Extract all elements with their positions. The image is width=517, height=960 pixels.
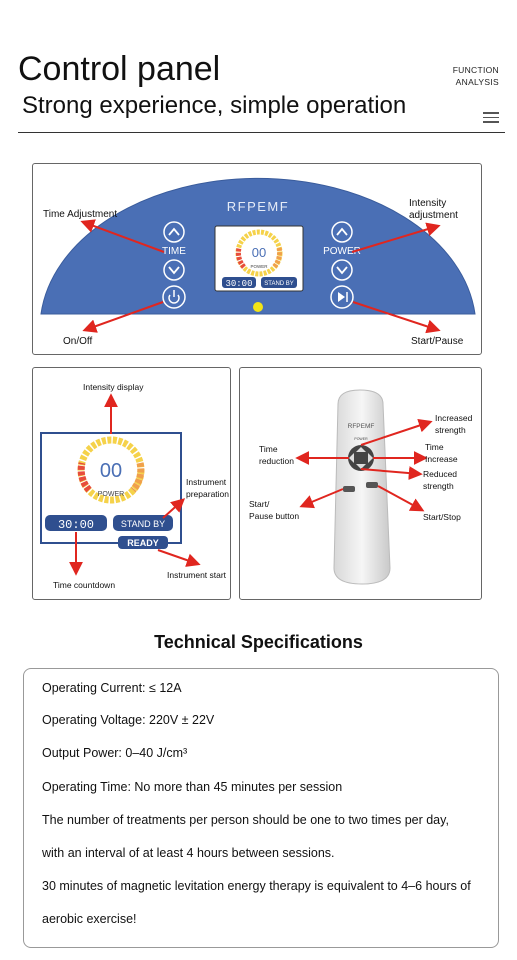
label-instrument-start: Instrument start <box>167 570 227 580</box>
label-inc-line1: Increased <box>435 413 473 423</box>
function-analysis-label: FUNCTION ANALYSIS <box>453 64 499 88</box>
menu-icon[interactable] <box>483 112 499 124</box>
remote-power-label: POWER <box>354 437 368 441</box>
display-ring <box>77 436 145 504</box>
label-time-inc-line1: Time <box>425 442 444 452</box>
page-title: Control panel <box>18 50 221 88</box>
label-time-reduction: Time reduction <box>259 443 294 467</box>
spec-line-aerobic: aerobic exercise! <box>42 912 137 926</box>
time-down-button <box>163 259 185 281</box>
display-ready: READY <box>127 538 159 548</box>
time-up-button <box>163 221 185 243</box>
function-label-line-1: FUNCTION <box>452 65 499 75</box>
remote-illustration: RFPEMF POWER <box>295 389 433 585</box>
spec-line-voltage: Operating Voltage: 220V ± 22V <box>42 713 215 727</box>
label-time-red-line2: reduction <box>259 456 294 466</box>
label-instr-prep-line2: preparation <box>186 489 230 499</box>
spec-line-interval: with an interval of at least 4 hours bet… <box>42 846 335 860</box>
label-intensity-adjustment: Intensity adjustment <box>409 198 458 222</box>
screen-standby: STAND BY <box>264 281 294 287</box>
remote-stop-button <box>366 482 378 488</box>
label-inc-line2: strength <box>435 425 466 435</box>
display-value: 00 <box>100 460 122 482</box>
label-reduced-strength: Reduced strength <box>423 468 457 492</box>
control-panel-diagram: RFPEMF 00 POWER 30:00 STAND BY TIME POWE… <box>32 163 482 355</box>
label-intensity-line1: Intensity <box>409 198 447 209</box>
label-start-pause-line1: Start/ <box>249 499 270 509</box>
specs-heading: Technical Specifications <box>154 632 363 652</box>
label-time-red-line1: Time <box>259 444 278 454</box>
spec-line-time: Operating Time: No more than 45 minutes … <box>42 780 343 794</box>
screen-value: 00 <box>252 245 266 260</box>
label-time-adjustment: Time Adjustment <box>43 209 118 220</box>
label-red-line2: strength <box>423 481 454 491</box>
status-led <box>253 302 263 312</box>
label-intensity-display: Intensity display <box>83 382 144 392</box>
spec-line-treatments: The number of treatments per person shou… <box>42 813 449 827</box>
label-red-line1: Reduced <box>423 469 458 479</box>
remote-play-button <box>343 486 355 492</box>
spec-line-current: Operating Current: ≤ 12A <box>42 681 182 695</box>
label-intensity-line2: adjustment <box>409 210 458 221</box>
display-power: POWER <box>98 491 124 498</box>
spec-line-equivalence: 30 minutes of magnetic levitation energy… <box>42 879 471 893</box>
control-panel-illustration: RFPEMF 00 POWER 30:00 STAND BY TIME POWE… <box>40 177 476 334</box>
power-down-button <box>331 259 353 281</box>
label-time-countdown: Time countdown <box>53 580 116 590</box>
label-start-stop: Start/Stop <box>423 512 461 522</box>
spec-line-output: Output Power: 0–40 J/cm³ <box>42 746 188 760</box>
function-label-line-2: ANALYSIS <box>455 77 499 87</box>
label-start-pause: Start/Pause <box>411 336 464 347</box>
remote-body <box>333 389 391 585</box>
screen-ring <box>235 229 283 277</box>
display-diagram: 00 POWER 30:00 STAND BY READY Intensity … <box>32 367 231 600</box>
label-time-inc-line2: Increase <box>425 454 458 464</box>
specs-box <box>23 668 499 948</box>
label-start-pause-button: Start/ Pause button <box>249 498 299 522</box>
time-button-label: TIME <box>162 246 186 257</box>
power-up-button <box>331 221 353 243</box>
label-start-pause-line2: Pause button <box>249 511 300 521</box>
label-instrument-preparation: Instrument preparation <box>186 476 229 500</box>
panel-brand: RFPEMF <box>227 199 289 214</box>
display-illustration: 00 POWER 30:00 STAND BY READY <box>40 393 201 576</box>
page-subtitle: Strong experience, simple operation <box>22 92 407 119</box>
remote-dpad <box>348 445 374 471</box>
label-time-increase: Time Increase <box>425 441 458 465</box>
remote-diagram: RFPEMF POWER Increased strength Time Inc… <box>239 367 482 600</box>
label-on-off: On/Off <box>63 336 93 347</box>
screen-power-label: POWER <box>250 264 268 269</box>
display-time: 30:00 <box>58 518 94 532</box>
screen-time: 30:00 <box>225 279 252 289</box>
remote-brand: RFPEMF <box>348 423 375 430</box>
label-increased-strength: Increased strength <box>435 412 472 436</box>
power-button-label: POWER <box>323 246 361 257</box>
header-divider <box>18 132 505 133</box>
display-standby: STAND BY <box>121 519 165 529</box>
label-instr-prep-line1: Instrument <box>186 477 227 487</box>
